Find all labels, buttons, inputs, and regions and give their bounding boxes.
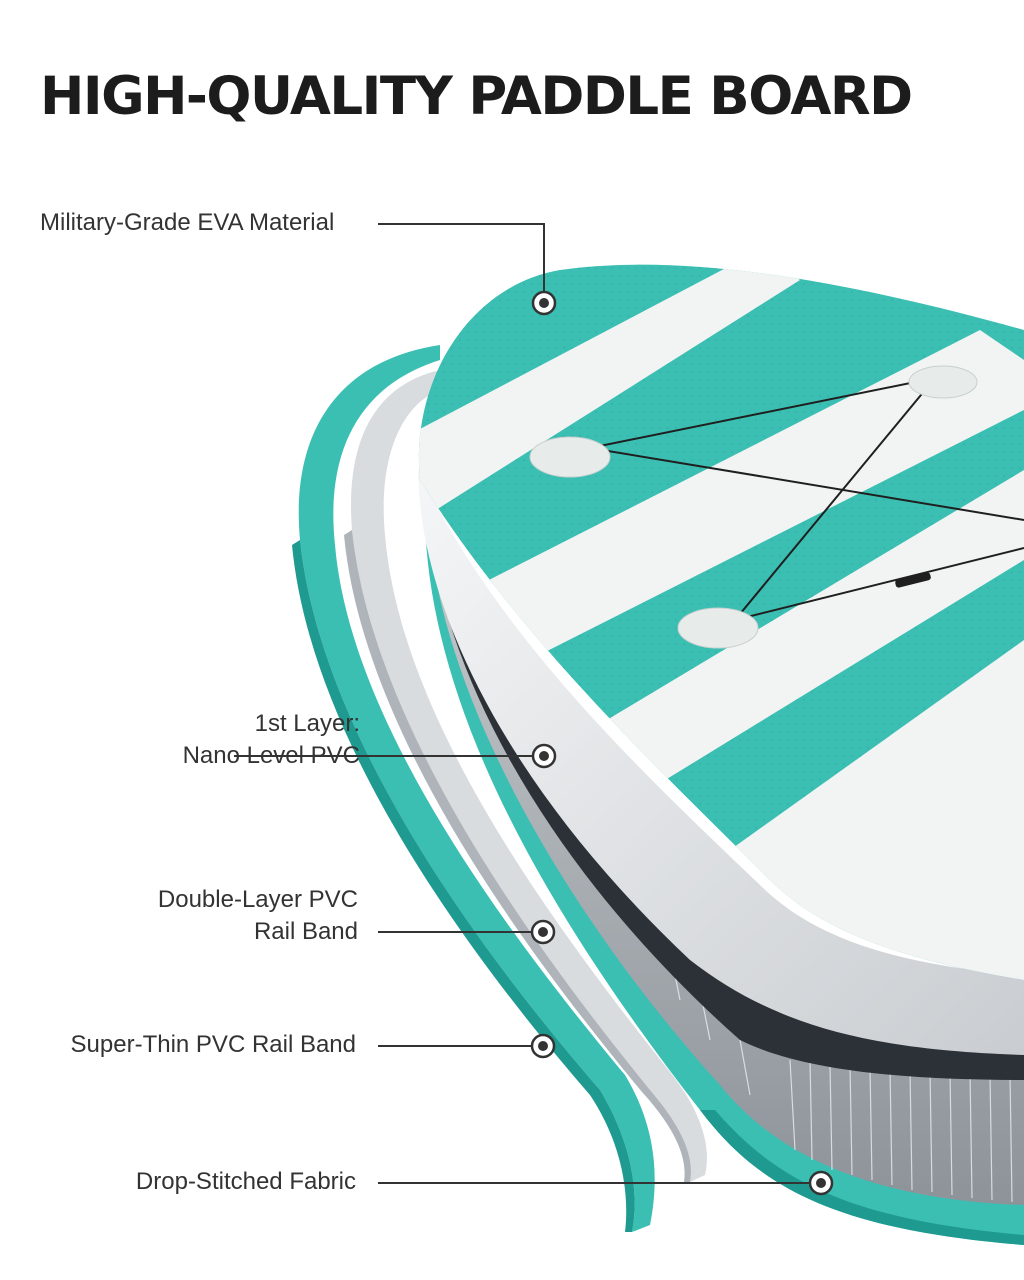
page-title: HIGH-QUALITY PADDLE BOARD <box>40 66 913 127</box>
bungee-cords <box>589 377 1024 621</box>
super-thin-rail-band-shape <box>292 345 655 1232</box>
callout-double-layer-line2: Rail Band <box>253 918 358 945</box>
callout-first-layer-line2: Nano Level PVC <box>182 742 360 769</box>
callout-eva-material: Military-Grade EVA Material <box>40 207 334 239</box>
callout-markers <box>530 290 834 1196</box>
callout-super-thin-text: Super-Thin PVC Rail Band <box>70 1031 356 1058</box>
callout-double-layer: Double-Layer PVC Rail Band <box>158 884 358 948</box>
callout-super-thin: Super-Thin PVC Rail Band <box>71 1029 356 1061</box>
callout-drop-stitched-text: Drop-Stitched Fabric <box>135 1168 356 1195</box>
callout-double-layer-line1: Double-Layer PVC <box>157 886 358 913</box>
callout-drop-stitched: Drop-Stitched Fabric <box>136 1166 356 1198</box>
callout-first-layer: 1st Layer: Nano Level PVC <box>183 708 360 772</box>
d-ring-pads <box>529 365 978 649</box>
callout-first-layer-line1: 1st Layer: <box>254 710 360 737</box>
callout-lines <box>234 223 810 1184</box>
callout-eva-text: Military-Grade EVA Material <box>40 209 335 236</box>
double-layer-rail-band-shape <box>344 370 707 1182</box>
